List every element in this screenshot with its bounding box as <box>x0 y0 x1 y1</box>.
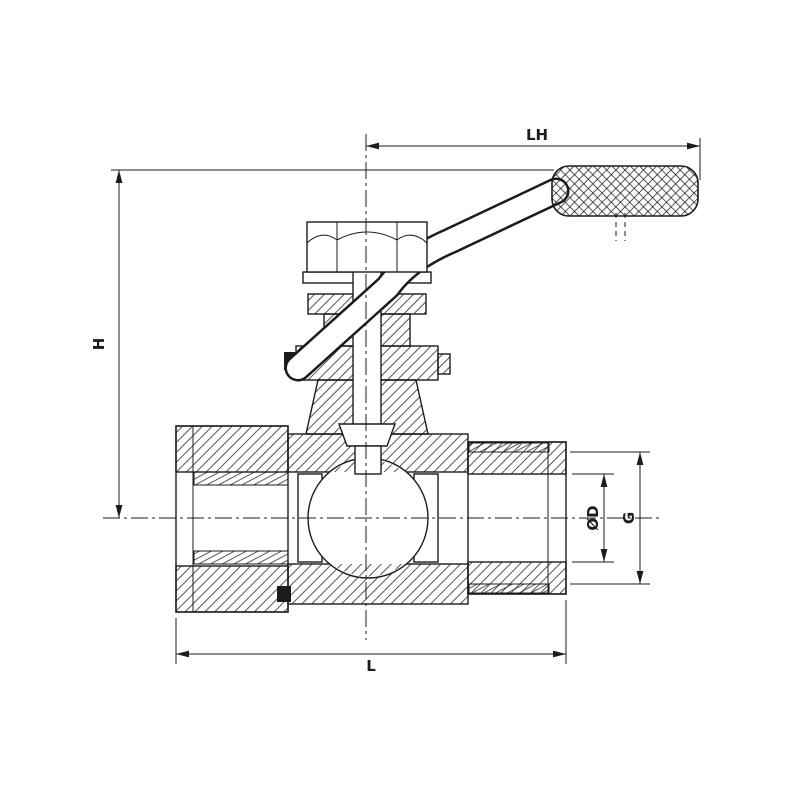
l-label: L <box>366 657 376 675</box>
hex-nut <box>306 221 428 273</box>
right-outlet <box>467 441 567 595</box>
left-coupling-nut <box>175 425 289 613</box>
h-label: H <box>90 338 108 351</box>
lh-label: LH <box>526 126 548 144</box>
hex-facet-arc-center <box>336 231 398 241</box>
hex-facet-arc-left <box>306 234 338 244</box>
stem-collar <box>338 423 396 447</box>
dimension-body-length: L <box>175 600 567 675</box>
handle-grip <box>551 165 699 217</box>
internal-thread-top <box>193 471 289 486</box>
hex-facet-arc-right <box>396 234 428 244</box>
hex-nut-body <box>306 221 428 273</box>
coupling-outline <box>175 425 289 613</box>
body-o-ring <box>277 586 291 602</box>
dimension-lever-length: LH <box>366 126 701 180</box>
coupling-hatch-bottom <box>175 565 289 613</box>
internal-thread-bottom <box>193 550 289 565</box>
dimension-height: H <box>90 169 554 518</box>
external-thread-top <box>468 442 550 453</box>
centerlines <box>103 134 662 640</box>
stem-tang <box>354 445 382 475</box>
flange-tab-right <box>437 353 451 375</box>
external-thread-bottom <box>468 583 550 594</box>
coupling-hatch-top <box>175 425 289 473</box>
